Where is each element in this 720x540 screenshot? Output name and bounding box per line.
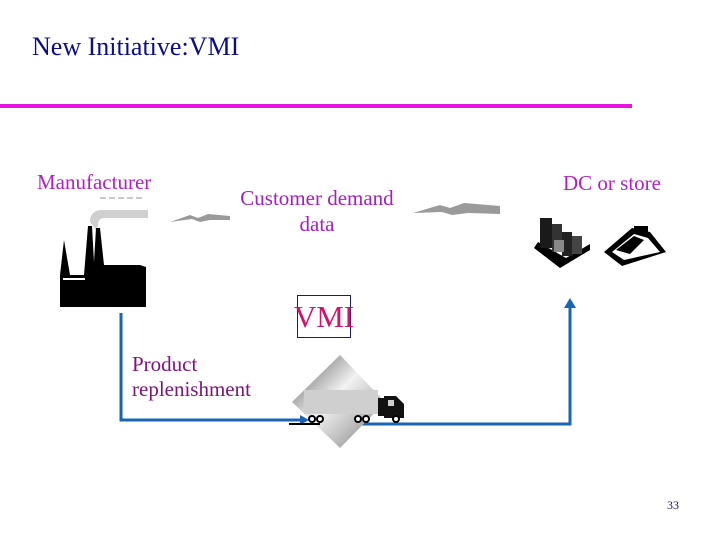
arrowhead-to-vmi <box>300 415 309 425</box>
factory-icon <box>60 197 148 307</box>
product-replenishment-label: Product replenishment <box>132 352 251 402</box>
customer-demand-line1: Customer demand <box>240 186 394 210</box>
truck-icon <box>289 355 404 448</box>
vmi-label: VMI <box>293 298 355 334</box>
dc-or-store-label: DC or store <box>563 171 661 195</box>
product-replenishment-line2: replenishment <box>132 377 251 401</box>
product-replenishment-line1: Product <box>132 352 198 376</box>
title-divider <box>0 104 632 108</box>
info-flow-arrow-left <box>170 214 230 222</box>
customer-demand-line2: data <box>299 212 335 236</box>
replenishment-flow <box>119 298 576 426</box>
arrowhead-to-dc <box>564 298 576 308</box>
vmi-box: VMI <box>293 295 355 338</box>
info-flow-arrow-right <box>413 203 500 215</box>
customer-demand-data-label: Customer demand data <box>222 185 412 237</box>
cash-register-icon <box>604 226 666 266</box>
page-number: 33 <box>667 498 679 512</box>
slide-title: New Initiative:VMI <box>32 32 240 61</box>
warehouse-icon <box>534 218 590 268</box>
manufacturer-label: Manufacturer <box>37 170 152 194</box>
